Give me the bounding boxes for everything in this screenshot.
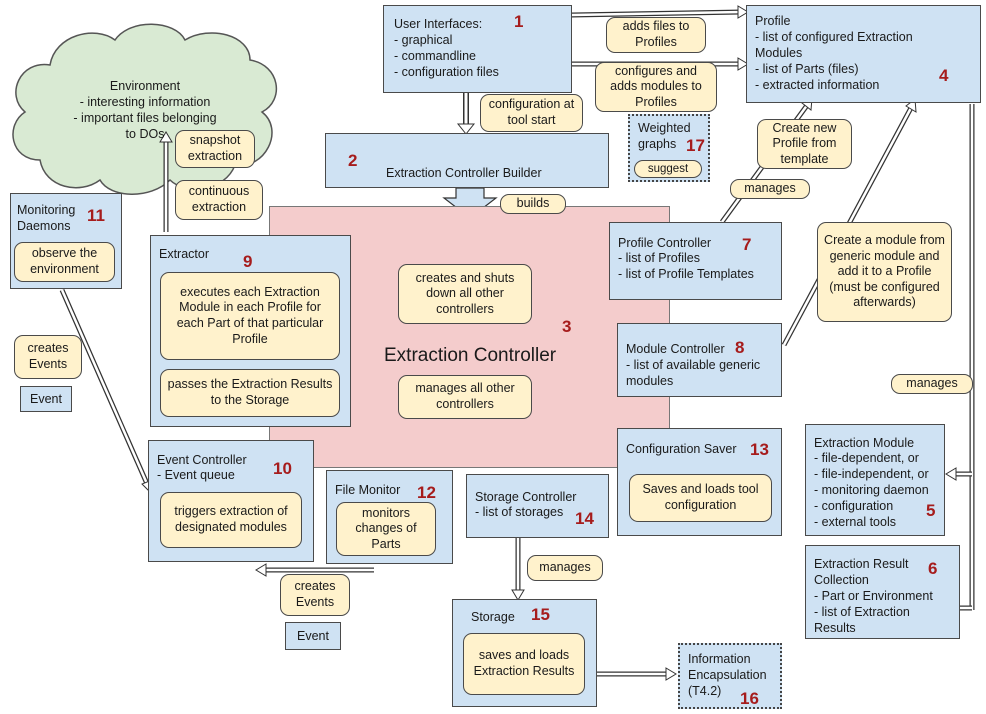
module-controller-items: - list of available generic modules: [626, 358, 761, 388]
arrow-storage-to-information: [596, 667, 677, 681]
extraction-module-title: Extraction Module: [814, 436, 915, 450]
number-7: 7: [742, 235, 752, 254]
storage-controller-box: Storage Controller - list of storages 14: [466, 474, 609, 538]
event-chip-2: Event: [285, 622, 341, 650]
number-15: 15: [531, 605, 550, 624]
triggers-extraction-note: triggers extraction of designated module…: [160, 492, 302, 548]
information-encapsulation-text: Information Encapsulation (T4.2): [688, 652, 767, 698]
extractor-note-passes: passes the Extraction Results to the Sto…: [160, 369, 340, 417]
label-config-at-start: configuration at tool start: [480, 94, 583, 132]
observe-environment-note: observe the environment: [14, 242, 115, 282]
arrow-ui-to-profile-1: [571, 5, 749, 19]
storage-controller-items: - list of storages: [475, 505, 564, 519]
file-monitor-title: File Monitor: [335, 483, 401, 497]
suggest-label: suggest: [634, 160, 702, 178]
saves-loads-config-note: Saves and loads tool configuration: [629, 474, 772, 522]
extractor-note-executes: executes each Extraction Module in each …: [160, 272, 340, 360]
event-controller-items: - Event queue: [157, 468, 235, 482]
module-controller-box: Module Controller - list of available ge…: [617, 323, 782, 397]
number-3: 3: [562, 317, 572, 336]
label-manages-storage: manages: [527, 555, 603, 581]
label-create-new-profile: Create new Profile from template: [757, 119, 852, 169]
label-snapshot: snapshot extraction: [175, 130, 255, 168]
profile-box: Profile - list of configured Extraction …: [746, 5, 981, 103]
label-create-module: Create a module from generic module and …: [817, 222, 952, 322]
event-controller-title: Event Controller: [157, 453, 247, 467]
extraction-module-items: - file-dependent, or - file-independent,…: [814, 451, 929, 529]
number-2: 2: [348, 151, 358, 170]
number-11: 11: [87, 206, 105, 225]
monitoring-daemons-title: Monitoring Daemons: [17, 203, 76, 233]
weighted-graphs-text: Weighted graphs: [638, 121, 691, 151]
profile-title: Profile: [755, 14, 791, 28]
number-5: 5: [926, 501, 936, 520]
saves-loads-results-note: saves and loads Extraction Results: [463, 633, 585, 695]
label-continuous: continuous extraction: [175, 180, 263, 220]
extraction-controller-builder-box: 2 Extraction Controller Builder: [325, 133, 609, 188]
extraction-result-collection-title: Extraction Result Collection: [814, 557, 909, 587]
storage-controller-title: Storage Controller: [475, 490, 577, 504]
arrow-profile-to-modules: [945, 104, 975, 615]
label-builds: builds: [500, 194, 566, 214]
number-14: 14: [575, 509, 594, 528]
controller-note-creates: creates and shuts down all other control…: [398, 264, 532, 324]
arrow-daemons-to-event-controller: [59, 288, 153, 496]
event-chip-1: Event: [20, 386, 72, 412]
arrow-extractor-to-environment: [159, 131, 173, 232]
number-9: 9: [243, 252, 253, 271]
environment-description: - interesting information - important fi…: [73, 95, 217, 141]
extractor-title: Extractor: [159, 247, 210, 261]
extraction-module-box: Extraction Module - file-dependent, or -…: [805, 424, 945, 536]
module-controller-title: Module Controller: [626, 342, 725, 356]
arrow-ui-to-builder: [456, 92, 476, 135]
number-4: 4: [939, 66, 949, 85]
number-10: 10: [273, 459, 292, 478]
profile-items: - list of configured Extraction Modules …: [755, 30, 913, 92]
user-interfaces-box: User Interfaces: - graphical - commandli…: [383, 5, 572, 93]
extraction-result-collection-items: - Part or Environment - list of Extracti…: [814, 589, 933, 635]
extraction-controller-title: Extraction Controller: [384, 345, 557, 366]
extraction-result-collection-box: Extraction Result Collection - Part or E…: [805, 545, 960, 639]
number-8: 8: [735, 338, 745, 357]
builder-title: Extraction Controller Builder: [386, 166, 542, 180]
label-adds-files: adds files to Profiles: [606, 17, 706, 53]
user-interfaces-title: User Interfaces:: [394, 17, 483, 31]
label-creates-events-2: creates Events: [280, 574, 350, 616]
number-12: 12: [417, 483, 436, 502]
number-1: 1: [514, 12, 524, 31]
monitors-changes-note: monitors changes of Parts: [336, 502, 436, 556]
user-interfaces-items: - graphical - commandline - configuratio…: [394, 33, 499, 79]
label-manages-profile: manages: [730, 179, 810, 199]
label-configures-adds: configures and adds modules to Profiles: [595, 62, 717, 112]
number-16: 16: [740, 689, 759, 708]
storage-title: Storage: [471, 610, 515, 624]
number-17: 17: [686, 136, 705, 155]
number-13: 13: [750, 440, 769, 459]
arrow-file-monitor-to-event-controller: [255, 563, 374, 577]
profile-controller-title: Profile Controller: [618, 236, 712, 250]
number-6: 6: [928, 559, 938, 578]
controller-note-manages: manages all other controllers: [398, 375, 532, 419]
label-creates-events-1: creates Events: [14, 335, 82, 379]
configuration-saver-title: Configuration Saver: [626, 442, 737, 456]
environment-title: Environment: [109, 79, 181, 93]
arrow-storage-controller-to-storage: [511, 538, 525, 601]
information-encapsulation-box: Information Encapsulation (T4.2) 16: [678, 643, 782, 709]
profile-controller-box: Profile Controller - list of Profiles - …: [609, 222, 782, 300]
label-manages-modules: manages: [891, 374, 973, 394]
profile-controller-items: - list of Profiles - list of Profile Tem…: [618, 251, 754, 281]
